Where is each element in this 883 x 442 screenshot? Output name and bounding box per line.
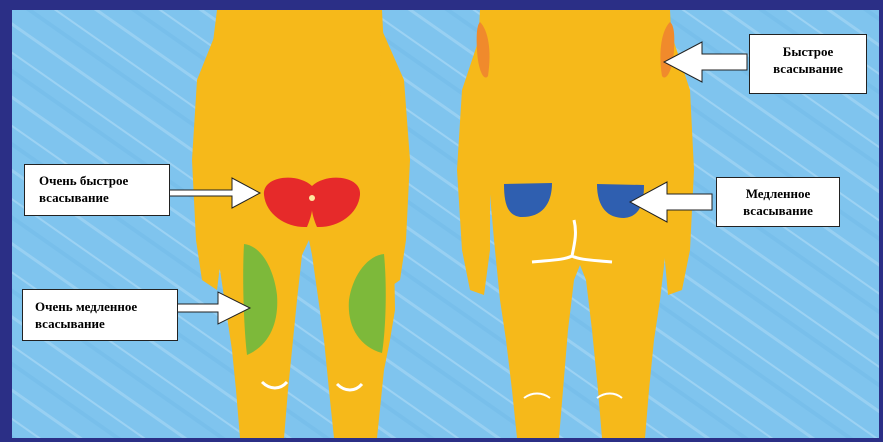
label-slow: Медленное всасывание (716, 177, 840, 227)
navel (309, 195, 315, 201)
label-very-slow: Очень медленное всасывание (22, 289, 178, 341)
label-fast: Быстрое всасывание (749, 34, 867, 94)
label-very-fast: Очень быстрое всасывание (24, 164, 170, 216)
